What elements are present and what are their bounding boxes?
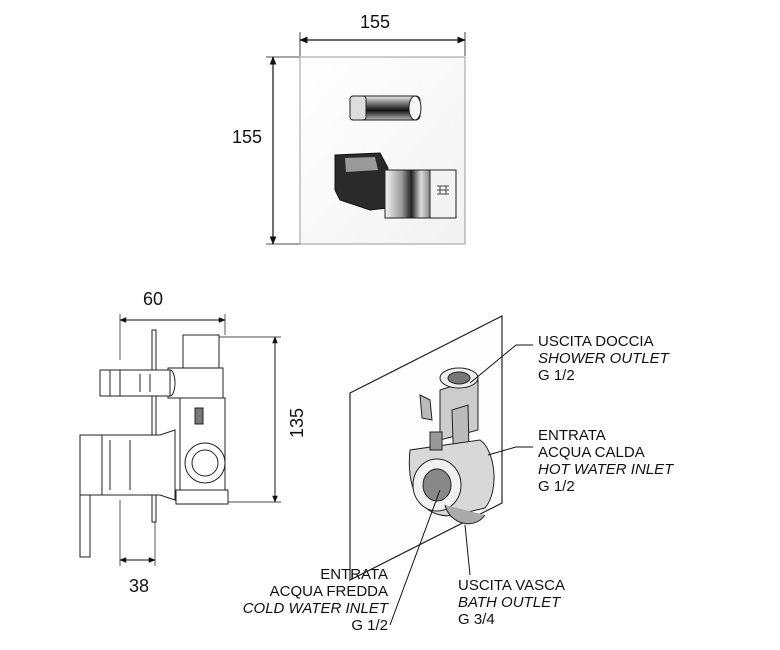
hot-inlet-italian-1: ENTRATA xyxy=(538,427,606,444)
diverter-knob xyxy=(349,95,422,121)
side-plate xyxy=(151,329,157,523)
cold-inlet-italian-2: ACQUA FREDDA xyxy=(269,583,388,600)
hot-inlet-italian-2: ACQUA CALDA xyxy=(538,444,645,461)
shower-outlet-english: SHOWER OUTLET xyxy=(538,350,669,367)
shower-outlet-italian: USCITA DOCCIA xyxy=(538,333,654,350)
front-view xyxy=(266,32,466,245)
bath-outlet-callout: USCITA VASCA BATH OUTLET G 3/4 xyxy=(458,577,565,628)
plate-height-label: 155 xyxy=(232,127,263,147)
cold-inlet-callout: ENTRATA ACQUA FREDDA COLD WATER INLET G … xyxy=(212,566,388,634)
bath-outlet-english: BATH OUTLET xyxy=(458,594,561,611)
hot-inlet-size: G 1/2 xyxy=(538,478,575,495)
hot-inlet-english: HOT WATER INLET xyxy=(538,461,674,478)
bath-outlet-italian: USCITA VASCA xyxy=(458,577,565,594)
hot-inlet-leader xyxy=(487,446,533,456)
cold-inlet-english: COLD WATER INLET xyxy=(242,600,388,617)
brand-logo xyxy=(437,185,449,195)
body-height-label: 135 xyxy=(287,407,307,438)
shower-outlet-leader xyxy=(469,344,533,384)
plate-width-label: 155 xyxy=(360,12,391,32)
handle-depth-label: 38 xyxy=(129,576,150,596)
cold-inlet-leader xyxy=(389,489,441,626)
shower-outlet-callout: USCITA DOCCIA SHOWER OUTLET G 1/2 xyxy=(538,333,669,384)
cold-inlet-size: G 1/2 xyxy=(351,617,388,634)
bath-outlet-leader xyxy=(464,524,471,576)
mixer-lever xyxy=(334,152,457,219)
hot-inlet-callout: ENTRATA ACQUA CALDA HOT WATER INLET G 1/… xyxy=(538,427,673,495)
mixer-body xyxy=(408,394,495,525)
callout-leaders xyxy=(389,344,533,626)
shower-outlet-size: G 1/2 xyxy=(538,367,575,384)
bath-outlet-size: G 3/4 xyxy=(458,611,495,628)
perspective-view xyxy=(349,315,503,581)
cold-inlet-italian-1: ENTRATA xyxy=(320,566,388,583)
body-depth-label: 60 xyxy=(143,289,164,309)
side-view xyxy=(79,314,281,566)
